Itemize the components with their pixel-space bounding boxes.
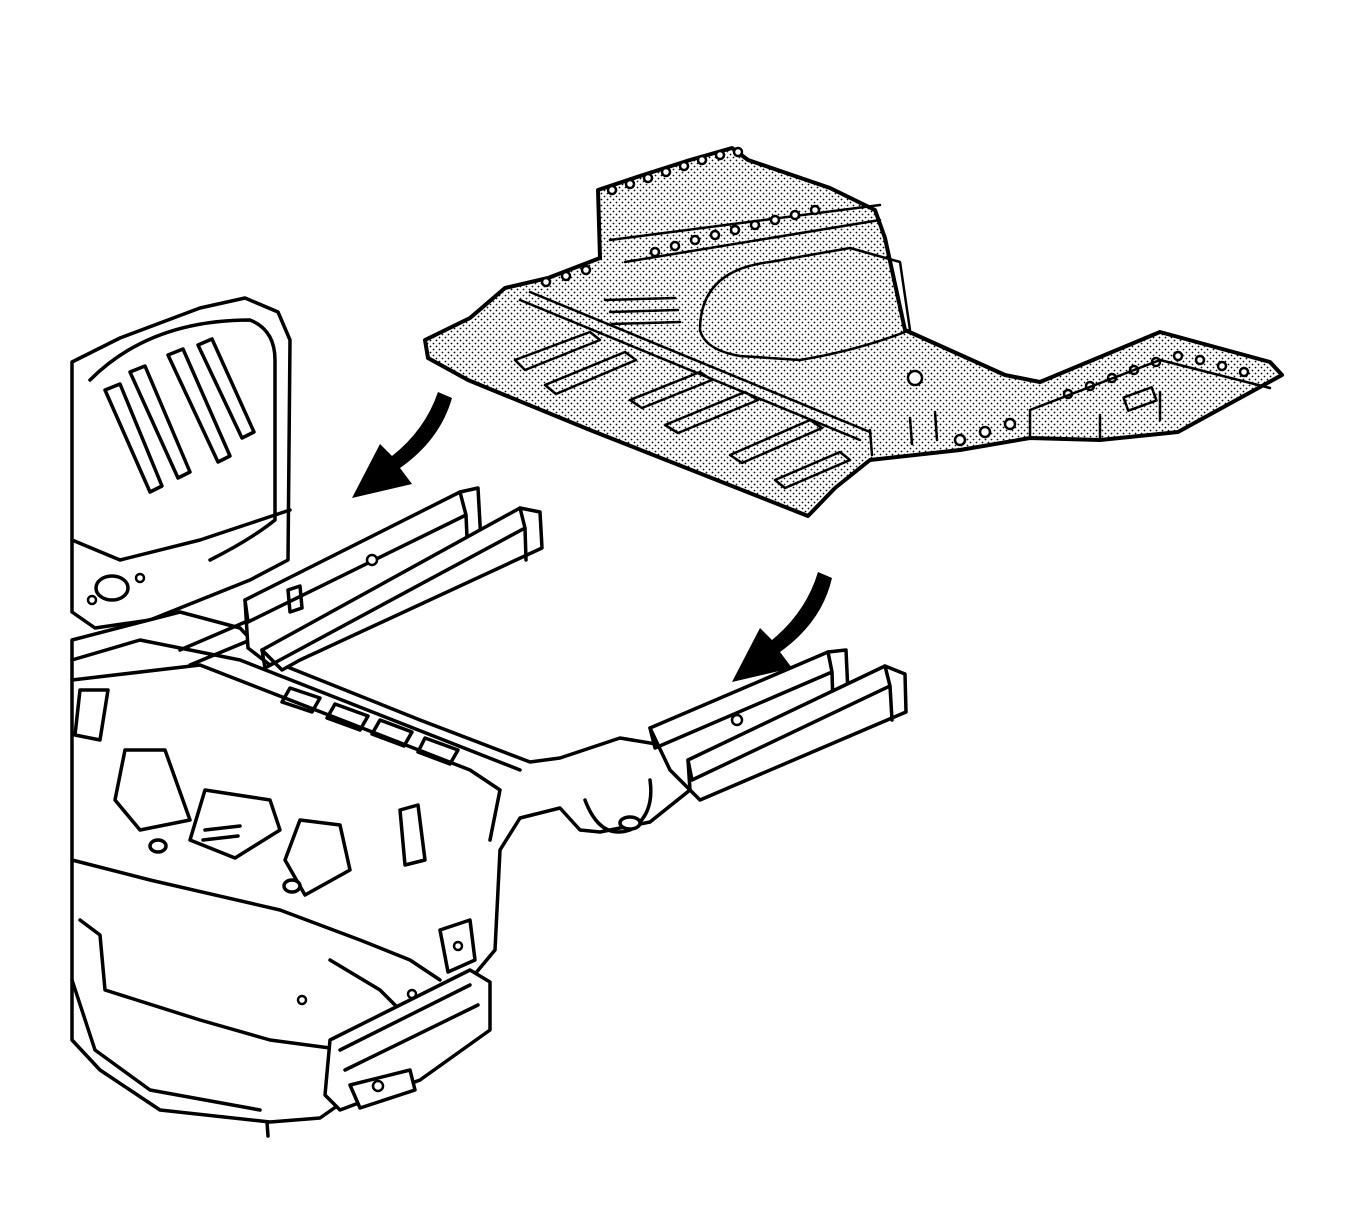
floor-panel-weld-holes	[540, 146, 1250, 447]
floor-panel-outline	[423, 146, 1284, 518]
rear-floor-body	[70, 610, 692, 1124]
floor-panel-ribs	[513, 296, 852, 490]
floor-panel-seat-pan	[698, 246, 912, 362]
floor-pocket-2	[188, 788, 282, 860]
floor-panel-rear-ridge	[608, 203, 882, 264]
install-direction-arrow-right	[732, 572, 832, 682]
floor-panel-front-edge-ridge	[518, 290, 872, 442]
crossmember-slots	[178, 618, 460, 766]
left-rear-frame-rail	[243, 486, 544, 672]
right-rear-frame-rail	[648, 648, 908, 802]
floor-panel-rail-extension	[1028, 358, 1272, 442]
replacement-rear-floor-panel	[423, 146, 1284, 518]
vehicle-rear-body-structure	[70, 296, 692, 1138]
wheelhouse-ribs	[103, 337, 256, 494]
floor-pocket-3	[283, 818, 352, 897]
install-direction-arrow-left	[352, 392, 452, 498]
floor-pocket-1	[113, 748, 192, 832]
